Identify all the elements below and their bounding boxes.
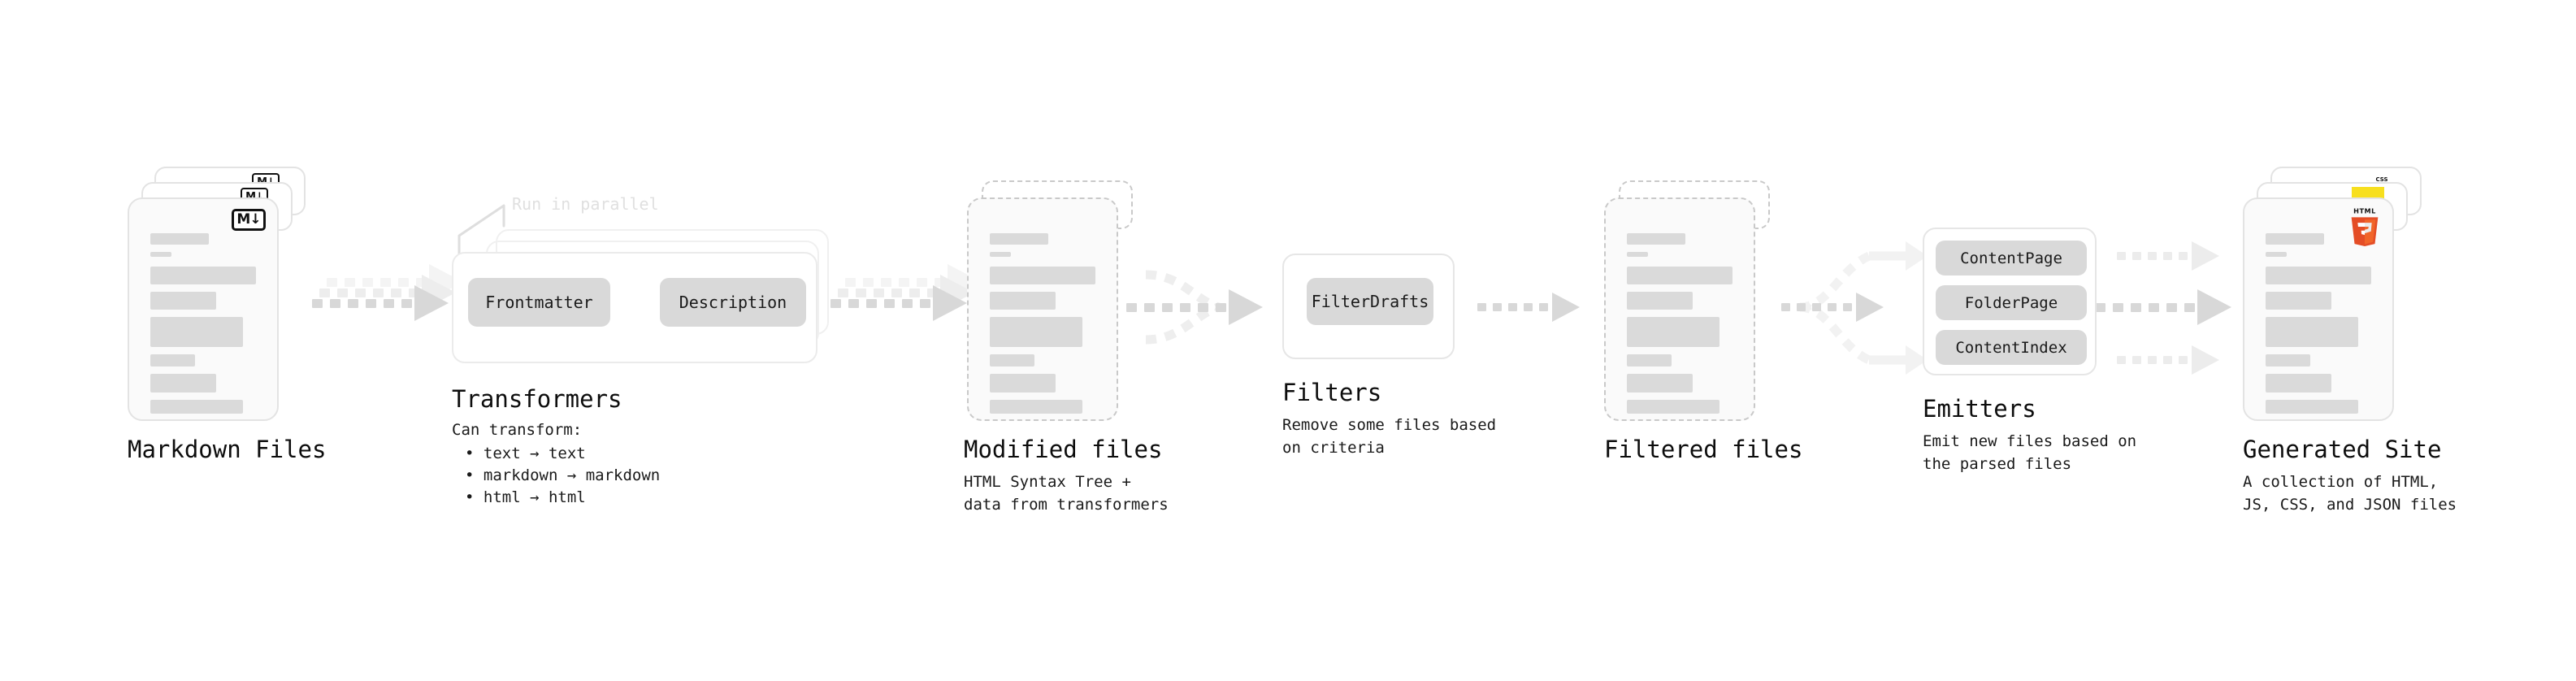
arrow-emitters-to-site <box>2095 241 2231 375</box>
svg-text:HTML: HTML <box>2353 207 2376 215</box>
stage-subtitle-modified-files: HTML Syntax Tree + data from transformer… <box>964 473 1169 514</box>
html5-icon: HTML <box>2351 207 2379 246</box>
generated-site-card[interactable]: HTML <box>2243 197 2394 421</box>
emitter-pill-contentpage[interactable]: ContentPage <box>1936 241 2087 275</box>
content-bar <box>1627 233 1685 245</box>
arrow-filters-to-filtered <box>1477 293 1580 322</box>
content-bar <box>1627 252 1648 257</box>
arrow-transformers-to-modified <box>830 264 982 321</box>
content-bar <box>1627 374 1693 393</box>
arrow-modified-to-filters <box>1126 270 1263 345</box>
content-bar <box>150 267 256 284</box>
content-bar <box>150 292 216 310</box>
filtered-file-card[interactable] <box>1604 197 1755 421</box>
stage-title-filters: Filters <box>1282 379 1382 406</box>
file-content-bars <box>990 233 1095 421</box>
transformer-pill-frontmatter[interactable]: Frontmatter <box>468 278 610 327</box>
file-content-bars <box>1627 233 1733 421</box>
content-bar <box>2266 354 2310 367</box>
stage-subtitle-generated-site: A collection of HTML, JS, CSS, and JSON … <box>2243 473 2457 514</box>
content-bar <box>1627 292 1693 310</box>
content-bar <box>990 400 1083 414</box>
stage-title-emitters: Emitters <box>1923 395 2036 423</box>
stage-title-transformers: Transformers <box>452 385 622 413</box>
run-in-parallel-note: Run in parallel <box>512 194 659 214</box>
content-bar <box>2266 233 2324 245</box>
stage-title-modified-files: Modified files <box>964 436 1163 463</box>
svg-text:CSS: CSS <box>2375 176 2387 183</box>
stage-title-markdown-files: Markdown Files <box>128 436 327 463</box>
filters-card[interactable]: FilterDrafts <box>1282 254 1455 359</box>
content-bar <box>2266 317 2359 347</box>
transformer-pill-description[interactable]: Description <box>660 278 806 327</box>
stage-title-generated-site: Generated Site <box>2243 436 2442 463</box>
content-bar <box>990 354 1034 367</box>
markdown-file-card[interactable]: M↓ <box>128 197 279 421</box>
content-bar <box>990 374 1056 393</box>
content-bar <box>150 400 244 414</box>
content-bar <box>1627 267 1733 284</box>
arrow-md-to-transformers <box>312 264 463 321</box>
emitter-pill-contentindex[interactable]: ContentIndex <box>1936 330 2087 365</box>
emitter-pill-folderpage[interactable]: FolderPage <box>1936 285 2087 320</box>
content-bar <box>2266 292 2331 310</box>
content-bar <box>990 267 1095 284</box>
stage-subtitle-emitters: Emit new files based on the parsed files <box>1923 432 2137 473</box>
content-bar <box>2266 374 2331 393</box>
content-bar <box>2266 252 2287 257</box>
content-bar <box>1627 354 1672 367</box>
content-bar <box>1627 317 1720 347</box>
emitters-card[interactable]: ContentPage FolderPage ContentIndex <box>1923 228 2097 375</box>
markdown-icon: M↓ <box>232 209 266 231</box>
filter-pill-filterdrafts[interactable]: FilterDrafts <box>1307 278 1433 325</box>
transformer-card[interactable]: Frontmatter Description <box>452 252 817 363</box>
stage-title-filtered-files: Filtered files <box>1604 436 1803 463</box>
content-bar <box>150 252 171 257</box>
transformer-bullet-1: • markdown → markdown <box>465 466 661 484</box>
file-content-bars <box>2266 233 2371 421</box>
content-bar <box>2266 267 2371 284</box>
content-bar <box>150 317 244 347</box>
content-bar <box>990 317 1083 347</box>
transformer-bullet-2: • html → html <box>465 488 586 506</box>
content-bar <box>150 354 195 367</box>
content-bar <box>150 374 216 393</box>
content-bar <box>1627 400 1720 414</box>
content-bar <box>990 252 1011 257</box>
modified-file-card[interactable] <box>967 197 1118 421</box>
content-bar <box>150 233 209 245</box>
arrow-filtered-to-emitters <box>1781 241 1928 375</box>
transformer-bullet-0: • text → text <box>465 445 586 462</box>
content-bar <box>990 233 1048 245</box>
stage-subtitle-transformers: Can transform: <box>452 421 583 439</box>
content-bar <box>990 292 1056 310</box>
stage-subtitle-filters: Remove some files based on criteria <box>1282 416 1497 457</box>
content-bar <box>2266 400 2359 414</box>
file-content-bars <box>150 233 256 421</box>
